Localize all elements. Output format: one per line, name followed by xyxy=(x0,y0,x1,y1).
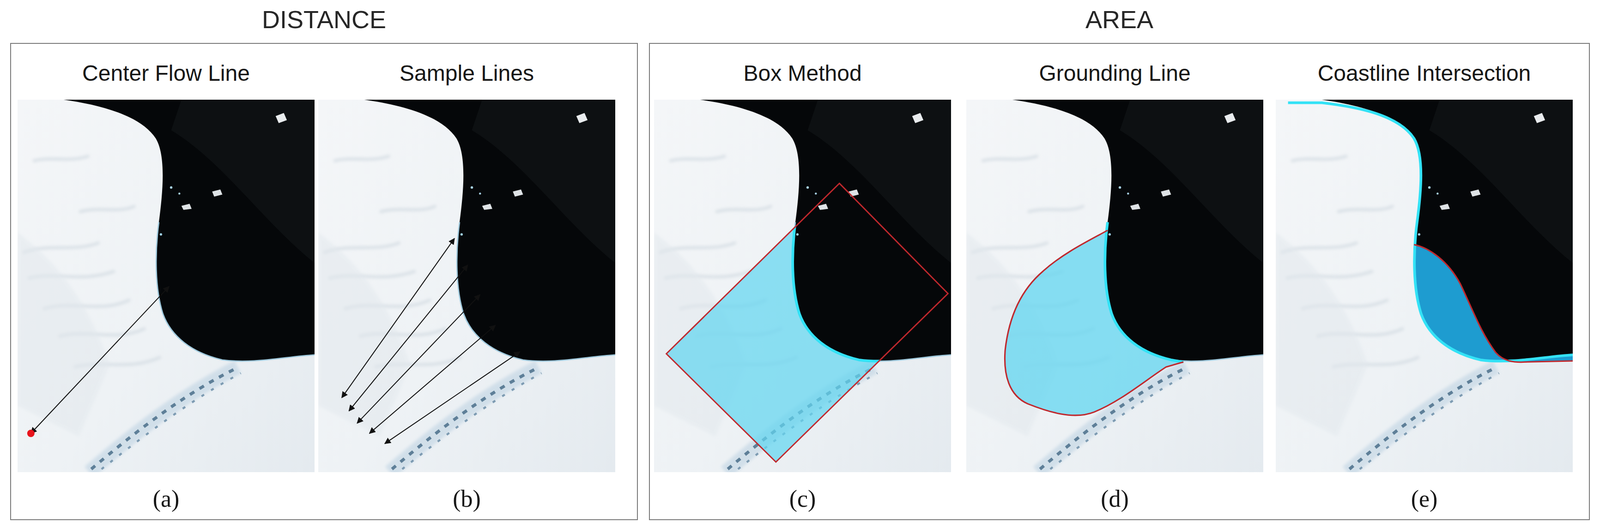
flow-line-arrow xyxy=(30,286,170,434)
coastline xyxy=(1104,222,1184,363)
grounding-area-fill xyxy=(1004,230,1184,416)
box-area-fill xyxy=(666,183,949,463)
panel-letter: (c) xyxy=(654,485,952,514)
panel-letter: (e) xyxy=(1275,485,1573,514)
image-panel: Center Flow Line (a) xyxy=(17,57,315,516)
satellite-image xyxy=(17,99,315,473)
image-panel: Box Method (c) xyxy=(654,57,952,516)
sample-line-arrows xyxy=(341,238,521,444)
image-panel-c xyxy=(654,99,952,473)
panel-title: Coastline Intersection xyxy=(1275,60,1573,86)
coastline xyxy=(792,138,952,362)
panel-letter: (b) xyxy=(318,485,616,514)
image-panel: Coastline Intersection (e) xyxy=(1275,57,1573,516)
reference-coastline xyxy=(1413,244,1573,363)
satellite-image xyxy=(966,99,1264,473)
coastline xyxy=(1288,103,1573,362)
panel-title: Box Method xyxy=(654,60,952,86)
group-heading: AREA xyxy=(649,5,1589,34)
group-box: Center Flow Line(a)Sample Lines(b)DISTAN… xyxy=(10,42,638,521)
image-panel: Sample Lines (b) xyxy=(318,57,616,516)
reference-point xyxy=(27,430,35,438)
group-heading: DISTANCE xyxy=(11,5,637,34)
image-panel-d xyxy=(966,99,1264,473)
image-panel-a xyxy=(17,99,315,473)
image-panel-b xyxy=(318,99,616,473)
satellite-image xyxy=(654,99,952,473)
change-area-fill xyxy=(1413,244,1573,363)
panel-title: Grounding Line xyxy=(966,60,1264,86)
panel-title: Sample Lines xyxy=(318,60,616,86)
image-panel-e xyxy=(1275,99,1573,473)
grounding-line xyxy=(1004,230,1184,416)
image-panel: Grounding Line (d) xyxy=(966,57,1264,516)
satellite-image xyxy=(318,99,616,473)
satellite-image xyxy=(1275,99,1573,473)
panel-letter: (a) xyxy=(17,485,315,514)
group-box: Box Method (c) Grounding Line (d) Coastline … xyxy=(648,42,1590,521)
panel-letter: (d) xyxy=(966,485,1264,514)
box-outline xyxy=(666,183,949,463)
panel-title: Center Flow Line xyxy=(17,60,315,86)
